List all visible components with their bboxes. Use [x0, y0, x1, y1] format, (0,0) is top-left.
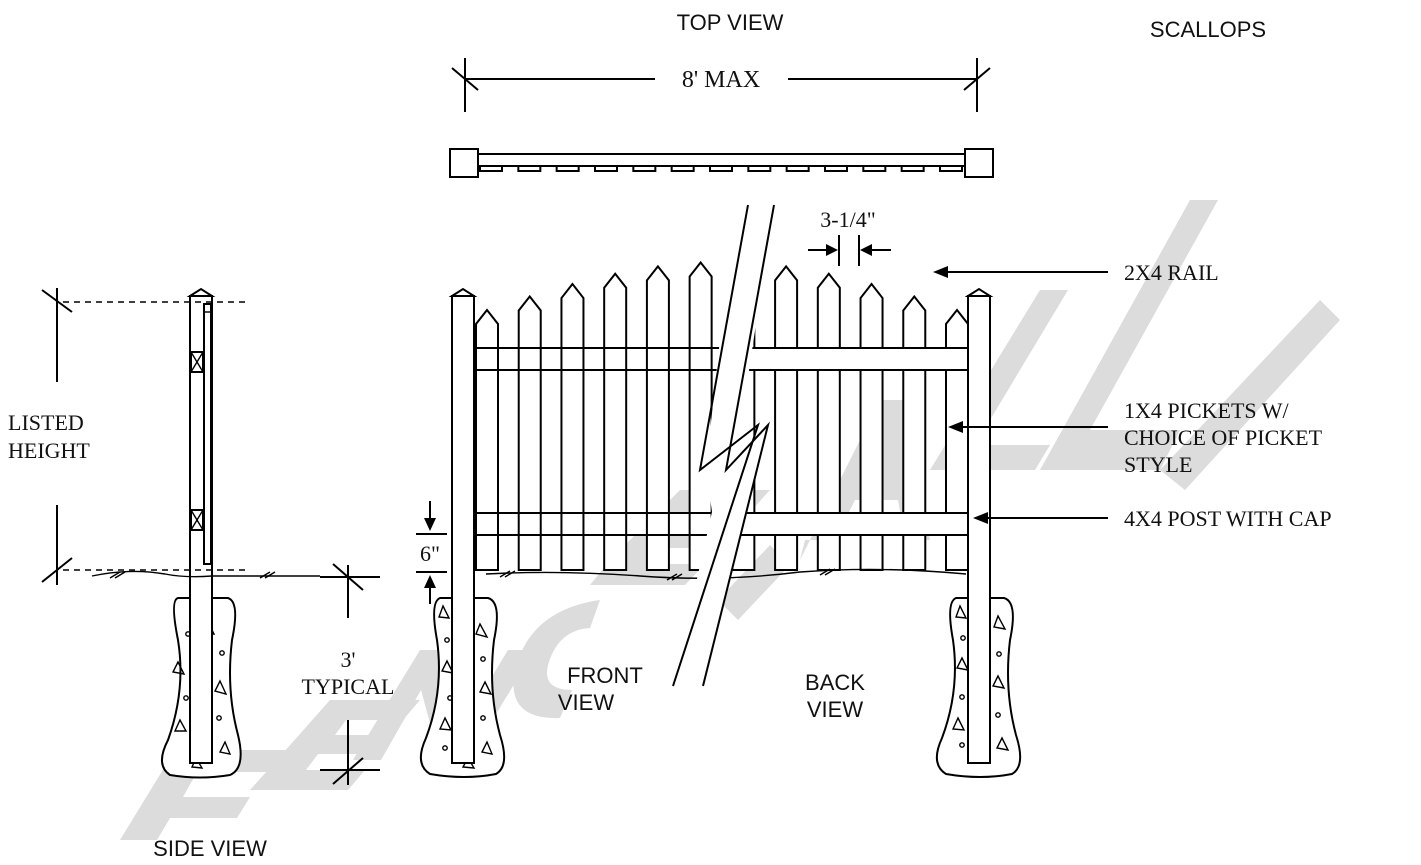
plan-picket	[900, 165, 925, 172]
spacing-dimension: 3-1/4"	[808, 207, 891, 266]
picket-over-rail	[688, 347, 713, 371]
plan-strip	[449, 148, 994, 178]
pickets-front	[475, 347, 713, 536]
listed-height-line1: LISTED	[8, 410, 84, 435]
picket-over-rail	[475, 512, 499, 536]
plan-picket	[479, 165, 503, 172]
plan-picket	[670, 165, 695, 172]
picket-over-rail	[560, 512, 585, 536]
clearance-label: 6"	[420, 541, 440, 566]
elevation-view: 6" 3-1/4" 2X4 RAIL 1X4 PICKETS W/ CHOICE…	[416, 204, 1332, 778]
post-depth-line2: TYPICAL	[302, 674, 395, 699]
plan-picket	[517, 165, 542, 172]
picket-over-rail	[517, 347, 542, 371]
span-dimension-label: 8' MAX	[682, 67, 760, 93]
picket-over-rail	[475, 347, 499, 371]
plan-picket	[824, 165, 848, 172]
span-dimension: 8' MAX	[451, 58, 991, 112]
callout-post: 4X4 POST WITH CAP	[973, 506, 1332, 531]
listed-height-line2: HEIGHT	[8, 438, 90, 463]
post-depth-line1: 3'	[341, 647, 356, 672]
side-view: LISTED HEIGHT 3' TYPICAL SIDE VIEW	[8, 287, 395, 861]
top-view-label: TOP VIEW	[677, 10, 784, 35]
clearance-dimension: 6"	[416, 501, 447, 604]
plan-picket	[785, 165, 810, 172]
callout-pickets-line1: 1X4 PICKETS W/	[1124, 398, 1289, 423]
left-post-cap	[448, 287, 478, 297]
front-view-label-2: VIEW	[558, 690, 614, 715]
picket-over-rail	[645, 512, 670, 536]
back-view-label-1: BACK	[805, 670, 865, 695]
callout-pickets-line3: STYLE	[1124, 452, 1192, 477]
plan-picket	[709, 165, 733, 172]
front-view-label-1: FRONT	[567, 663, 643, 688]
side-picket	[203, 303, 212, 565]
picket-over-rail	[603, 512, 628, 536]
plan-picket	[747, 165, 772, 172]
plan-picket	[555, 165, 580, 172]
scallops-label: SCALLOPS	[1150, 17, 1266, 42]
right-post-cap	[964, 287, 994, 297]
plan-picket	[939, 165, 963, 172]
left-post	[451, 295, 475, 764]
callout-pickets-line2: CHOICE OF PICKET	[1124, 425, 1323, 450]
picket-over-rail	[603, 347, 628, 371]
plan-picket	[594, 165, 618, 172]
side-post-cap	[186, 287, 216, 297]
spacing-label: 3-1/4"	[820, 207, 875, 232]
side-view-label: SIDE VIEW	[153, 836, 267, 861]
picket	[645, 264, 670, 571]
plan-picket	[632, 165, 657, 172]
back-view-label-2: VIEW	[807, 697, 863, 722]
callout-rail-text: 2X4 RAIL	[1124, 260, 1219, 285]
callout-rail: 2X4 RAIL	[933, 260, 1219, 285]
callout-post-text: 4X4 POST WITH CAP	[1124, 506, 1332, 531]
break-line	[673, 205, 774, 686]
plan-picket	[862, 165, 887, 172]
picket-over-rail	[517, 512, 542, 536]
picket	[774, 264, 799, 571]
picket-over-rail	[645, 347, 670, 371]
top-view: TOP VIEW 8' MAX	[449, 10, 994, 178]
right-post	[967, 295, 991, 764]
callout-pickets: 1X4 PICKETS W/ CHOICE OF PICKET STYLE	[948, 398, 1323, 477]
picket-over-rail	[560, 347, 585, 371]
